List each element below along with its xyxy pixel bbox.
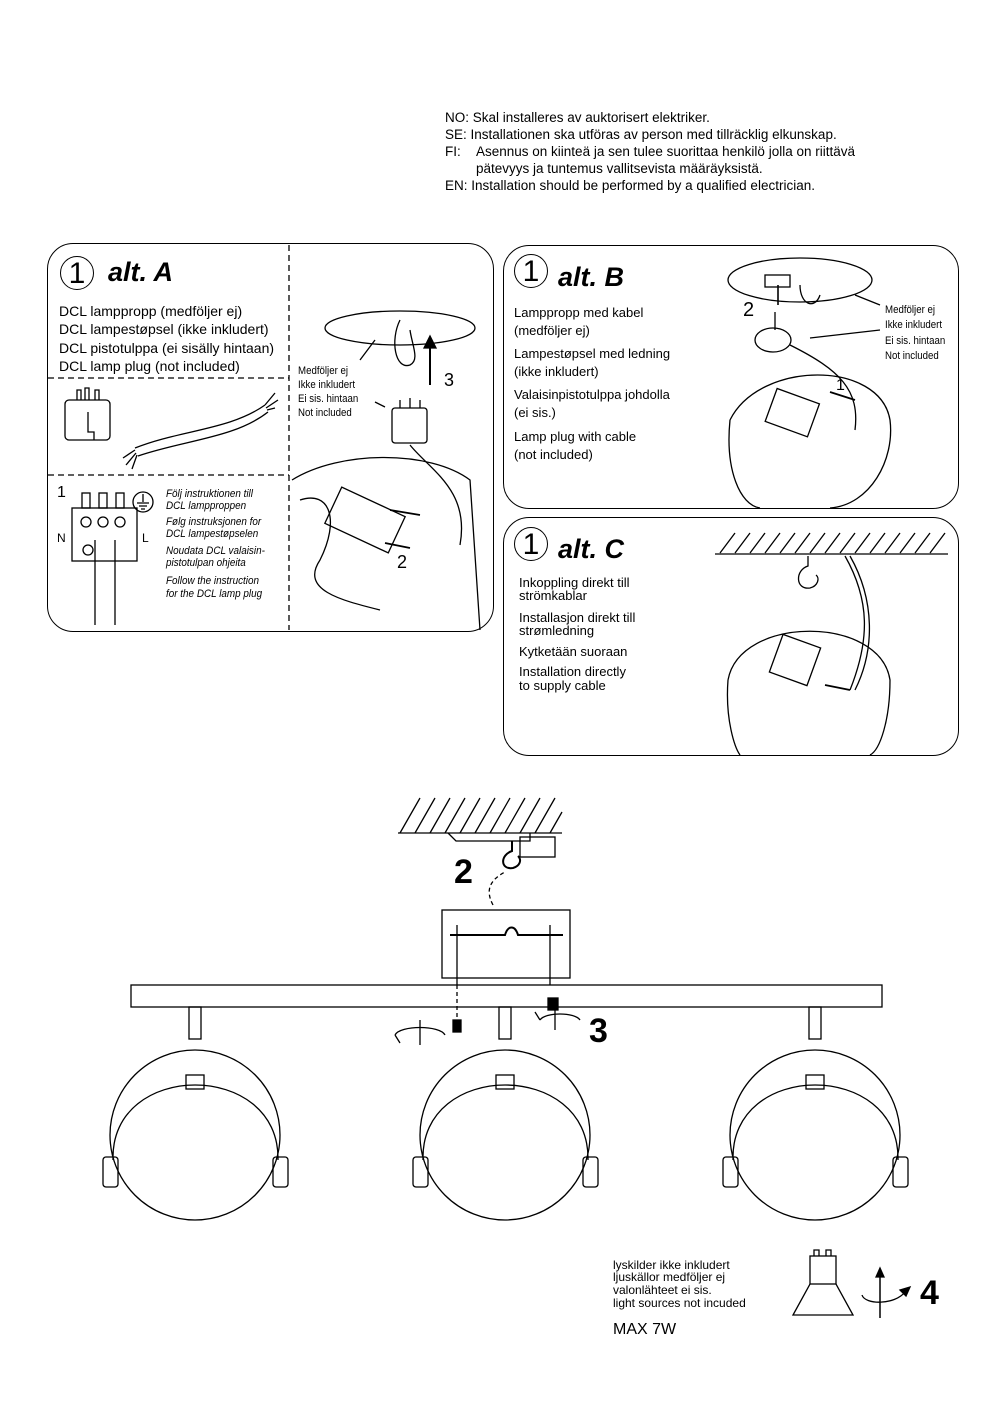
alt-b-line: (not included) xyxy=(514,447,593,462)
step-2-label-b: 2 xyxy=(743,299,755,321)
spotlight-1 xyxy=(102,1006,289,1221)
instruction-line: DCL lampproppen xyxy=(166,500,247,512)
title-alt-c: alt. C xyxy=(558,534,625,564)
panel-alt-a xyxy=(47,243,494,632)
terminal-block-icon xyxy=(71,491,154,625)
not-included-b: Not included xyxy=(885,350,939,362)
not-included-a: Not included xyxy=(298,407,352,419)
alt-c-line: Kytketään suoraan xyxy=(519,644,628,659)
alt-a-line: DCL lampestøpsel (ikke inkludert) xyxy=(59,321,269,337)
alt-a-line: DCL lamppropp (medföljer ej) xyxy=(59,303,243,319)
alt-b-line: (ei sis.) xyxy=(514,405,556,420)
dcl-plug-a xyxy=(391,398,463,546)
warning-fi-2: pätevyys ja tuntemus vallitsevista määrä… xyxy=(476,161,763,176)
panel-a-dividers xyxy=(48,245,290,630)
alt-c-line: strømledning xyxy=(519,623,595,638)
warning-fi-label: FI: xyxy=(445,144,461,159)
alt-b-line: Lampestøpsel med ledning xyxy=(514,346,671,361)
not-included-a: Medföljer ej xyxy=(298,365,349,377)
bulb-note-line: light sources not incuded xyxy=(613,1296,746,1310)
alt-a-line: DCL lamp plug (not included) xyxy=(59,358,240,374)
instruction-line: DCL lampestøpselen xyxy=(166,528,259,540)
max-wattage: MAX 7W xyxy=(613,1321,677,1338)
alt-c-line: strömkablar xyxy=(519,588,587,603)
fixture-bar xyxy=(130,984,883,1045)
title-alt-b: alt. B xyxy=(558,262,625,292)
warning-no: NO: Skal installeres av auktorisert elek… xyxy=(445,110,710,125)
dcl-plug-icon xyxy=(64,387,111,441)
warning-en: EN: Installation should be performed by … xyxy=(445,178,815,193)
not-included-b: Ei sis. hintaan xyxy=(885,335,946,347)
panel-alt-b xyxy=(503,245,959,509)
title-alt-a: alt. A xyxy=(108,257,174,287)
instruction-line: Noudata DCL valaisin- xyxy=(166,545,265,557)
not-included-b: Medföljer ej xyxy=(885,304,936,316)
step-3-label-a: 3 xyxy=(444,370,455,390)
label-n: N xyxy=(57,531,66,545)
alt-b-line: (medföljer ej) xyxy=(514,323,590,338)
spotlight-3 xyxy=(722,1006,909,1221)
lamp-canopy-a xyxy=(291,456,481,631)
alt-b-line: (ikke inkludert) xyxy=(514,364,599,379)
warning-se: SE: Installationen ska utföras av person… xyxy=(445,127,837,142)
bulb-note-line: ljuskällor medföljer ej xyxy=(613,1270,726,1284)
instruction-line: Follow the instruction xyxy=(166,575,259,587)
not-included-b: Ikke inkludert xyxy=(885,319,943,331)
ceiling-rose-a xyxy=(324,310,476,408)
alt-b-line: Lamppropp med kabel xyxy=(514,305,644,320)
assembly-step-4: 4 xyxy=(920,1274,939,1312)
warning-fi-1: Asennus on kiinteä ja sen tulee suoritta… xyxy=(476,144,855,159)
instruction-line: pistotulpan ohjeita xyxy=(166,557,246,569)
step-1-label-b: 1 xyxy=(836,377,845,394)
spotlight-2 xyxy=(412,1006,599,1221)
not-included-a: Ei sis. hintaan xyxy=(298,393,359,405)
cable-icon xyxy=(122,392,279,470)
alt-c-line: Installasjon direkt till xyxy=(519,610,636,625)
step-number-b: 1 xyxy=(514,254,548,288)
bulb-note-line: lyskilder ikke inkludert xyxy=(613,1258,730,1272)
bulb-note-line: valonlähteet ei sis. xyxy=(613,1283,712,1297)
panel-alt-c xyxy=(503,517,959,756)
alt-c-line: Inkoppling direkt till xyxy=(519,575,630,590)
assembly-step-3: 3 xyxy=(589,1012,608,1050)
alt-a-line: DCL pistotulppa (ei sisälly hintaan) xyxy=(59,340,275,356)
gu10-bulb-icon xyxy=(791,1249,912,1318)
instruction-line: for the DCL lamp plug xyxy=(166,588,263,600)
not-included-a: Ikke inkludert xyxy=(298,379,356,391)
label-l: L xyxy=(142,531,149,545)
alt-c-line: Installation directly xyxy=(519,664,626,679)
step-number-a: 1 xyxy=(60,256,94,290)
step-number-c: 1 xyxy=(514,527,548,561)
mounting-bracket xyxy=(441,909,571,1033)
earth-icon xyxy=(132,491,154,513)
alt-c-line: to supply cable xyxy=(519,678,606,693)
alt-b-line: Valaisinpistotulppa johdolla xyxy=(514,387,670,402)
step-2-label-a: 2 xyxy=(397,552,408,572)
alt-b-line: Lamp plug with cable xyxy=(514,429,637,444)
ceiling-hatch-main xyxy=(398,797,563,906)
instruction-line: Följ instruktionen till xyxy=(166,488,253,500)
assembly-step-2: 2 xyxy=(454,853,473,891)
wiring-step-1: 1 xyxy=(57,484,66,501)
instruction-line: Følg instruksjonen for xyxy=(166,516,262,528)
ceiling-rose-b xyxy=(727,257,892,509)
ceiling-hatch-c xyxy=(715,532,948,756)
